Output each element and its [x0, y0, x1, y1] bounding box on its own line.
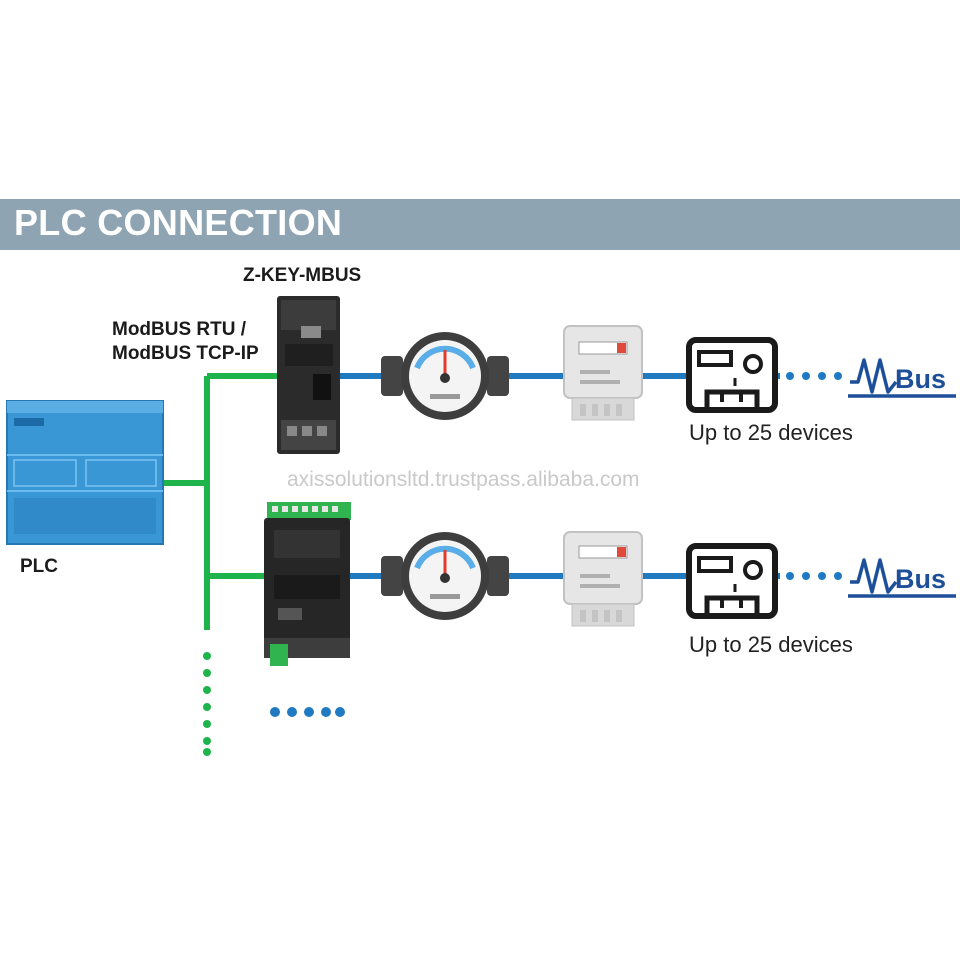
protocol-label-line1: ModBUS RTU / [112, 319, 247, 340]
watermark: axissolutionsltd.trustpass.alibaba.com [287, 468, 640, 491]
gateway-icon-2 [264, 502, 351, 666]
mbus-device-icon [686, 337, 778, 413]
plc-icon [6, 400, 164, 545]
green-bus [163, 373, 277, 630]
gateway-icon [277, 296, 340, 454]
gateway-label: Z-KEY-MBUS [243, 265, 362, 286]
blue-continuation-dots [270, 372, 842, 717]
mbus-logo-text-1: Bus [895, 364, 947, 394]
energy-meter-icon [563, 325, 643, 421]
mbus-device-icon-2 [686, 543, 778, 619]
mbus-logo-text-2: Bus [895, 564, 947, 594]
energy-meter-icon-2 [563, 531, 643, 627]
protocol-label-line2: ModBUS TCP-IP [112, 343, 259, 364]
flow-meter-icon-2 [381, 532, 509, 620]
plc-label: PLC [20, 556, 58, 577]
page-title: PLC CONNECTION [14, 202, 343, 243]
mbus-logo-icon [848, 358, 956, 398]
mbus-logo-icon-2 [848, 558, 956, 598]
flow-meter-icon [381, 332, 509, 420]
header-banner: PLC CONNECTION [0, 199, 960, 250]
device-count-label-2: Up to 25 devices [689, 632, 853, 657]
device-count-label-1: Up to 25 devices [689, 420, 853, 445]
green-continuation-dots [203, 652, 211, 756]
